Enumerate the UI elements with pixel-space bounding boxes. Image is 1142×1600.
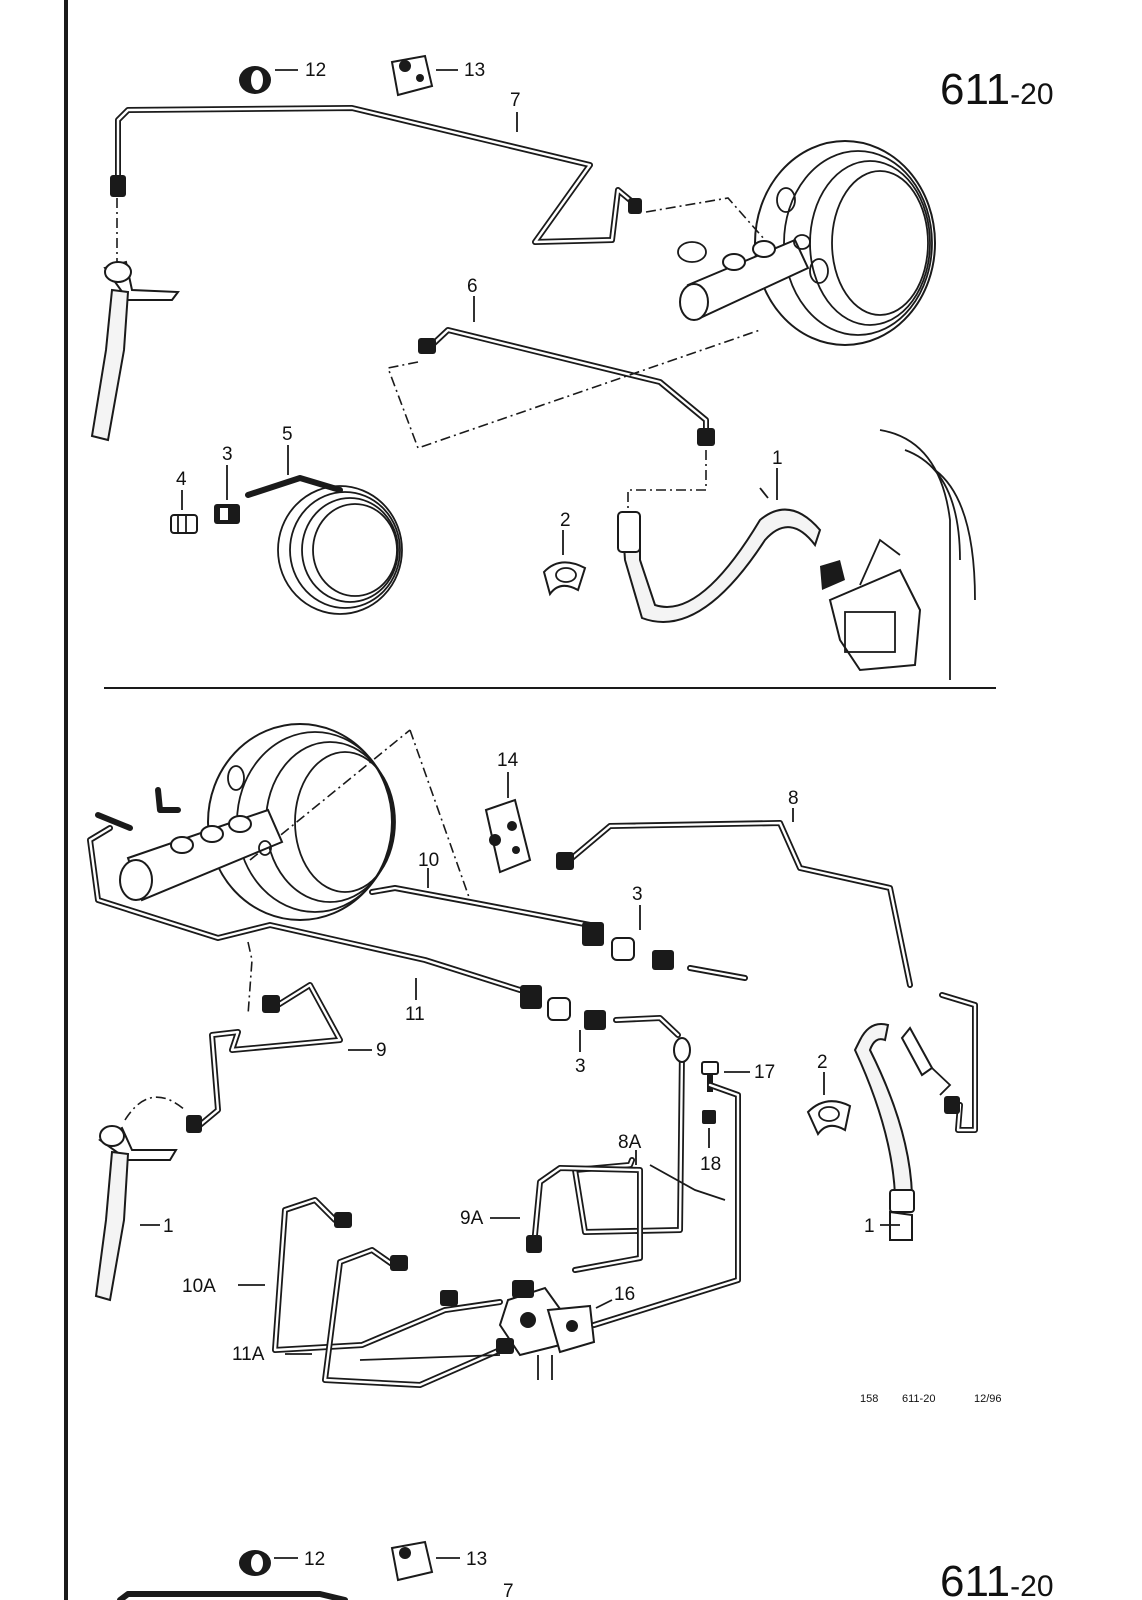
label-18: 18 — [700, 1154, 721, 1175]
part-2-grommet-2 — [806, 1072, 852, 1136]
master-cylinder — [677, 234, 811, 321]
part-12-clip — [239, 66, 298, 94]
strut-caliper-assembly — [820, 429, 976, 680]
preview-label-13: 13 — [466, 1549, 487, 1570]
label-6: 6 — [467, 276, 478, 297]
next-page-preview: 12 13 7 611-20 — [117, 1540, 1054, 1600]
label-5: 5 — [282, 424, 293, 445]
label-1: 1 — [772, 448, 783, 469]
label-10: 10 — [418, 850, 439, 871]
right-brake-hose — [617, 487, 822, 623]
label-4: 4 — [176, 469, 187, 490]
pipe-8-fitting — [556, 852, 574, 870]
label-8A: 8A — [618, 1132, 642, 1153]
brake-pipe-11A — [322, 1247, 514, 1388]
footer-code-section: 611-20 — [902, 1393, 935, 1405]
label-9A: 9A — [460, 1208, 484, 1229]
brake-pipe-9 — [186, 941, 343, 1133]
pipe-9-fitting — [262, 995, 280, 1013]
brake-pipe-8A — [572, 1037, 741, 1328]
label-3-lower: 3 — [575, 1056, 586, 1077]
brake-booster-2 — [207, 723, 471, 921]
label-12: 12 — [305, 60, 326, 81]
footer-code-date: 12/96 — [974, 1393, 1002, 1405]
brake-pipe-6 — [386, 327, 761, 512]
label-13: 13 — [464, 60, 485, 81]
label-11: 11 — [405, 1004, 425, 1025]
brake-pipe-7 — [110, 105, 766, 245]
pipe-7-fitting — [628, 198, 642, 214]
top-diagram: 12 13 7 6 5 3 4 2 1 — [90, 54, 976, 680]
brake-pipe-9A — [526, 1165, 643, 1273]
label-10A: 10A — [182, 1276, 216, 1297]
preview-label-12: 12 — [304, 1549, 325, 1570]
pipe-6-fitting-left — [418, 338, 436, 354]
brake-pipe-11 — [87, 787, 681, 1038]
pipe-6-fitting-right — [697, 428, 715, 446]
preview-label-7: 7 — [503, 1581, 514, 1600]
preview-part-13-clamp — [390, 1540, 460, 1582]
left-brake-hose-2 — [94, 1096, 186, 1302]
brake-pipe-10A — [272, 1197, 503, 1353]
label-11A: 11A — [232, 1344, 265, 1365]
label-14: 14 — [497, 750, 519, 771]
footer-code-number: 158 — [860, 1393, 878, 1405]
right-brake-hose-2 — [853, 1023, 960, 1241]
bottom-diagram: 14 8 10 3 11 9 3 17 2 8A 18 9A 1 1 10A 1… — [87, 723, 1002, 1405]
part-16-pressure-regulator — [498, 1280, 596, 1380]
part-4-union — [170, 490, 198, 534]
label-3-upper: 3 — [632, 884, 643, 905]
pipe-7-end-fitting — [110, 175, 126, 197]
label-8: 8 — [788, 788, 799, 809]
part-18-nut — [702, 1110, 716, 1148]
master-cylinder-2 — [119, 808, 284, 902]
label-1-right: 1 — [864, 1216, 875, 1237]
left-brake-hose — [90, 198, 180, 442]
label-17: 17 — [754, 1062, 775, 1083]
preview-part-12-clip — [239, 1550, 298, 1576]
brake-pipe-10 — [369, 885, 748, 981]
label-3: 3 — [222, 444, 233, 465]
label-1-left: 1 — [163, 1216, 174, 1237]
label-2: 2 — [560, 510, 571, 531]
part-5-coiled-pipe — [245, 445, 403, 615]
preview-pipe-7 — [117, 1591, 348, 1600]
label-16: 16 — [614, 1284, 635, 1305]
label-2: 2 — [817, 1052, 828, 1073]
section-number: 611-20 — [940, 65, 1054, 114]
union-set-upper — [582, 922, 674, 970]
brake-pipe-8 — [556, 820, 978, 1133]
part-3-nut — [214, 465, 240, 524]
union-set-lower — [520, 985, 606, 1030]
label-7: 7 — [510, 90, 521, 111]
label-9: 9 — [376, 1040, 387, 1061]
part-2-grommet — [542, 530, 587, 597]
brake-booster — [754, 140, 936, 346]
pipe-9-end-fitting — [186, 1115, 202, 1133]
preview-section-number: 611-20 — [940, 1557, 1054, 1600]
part-13-clamp — [390, 54, 458, 97]
part-14-clamp — [484, 772, 532, 874]
